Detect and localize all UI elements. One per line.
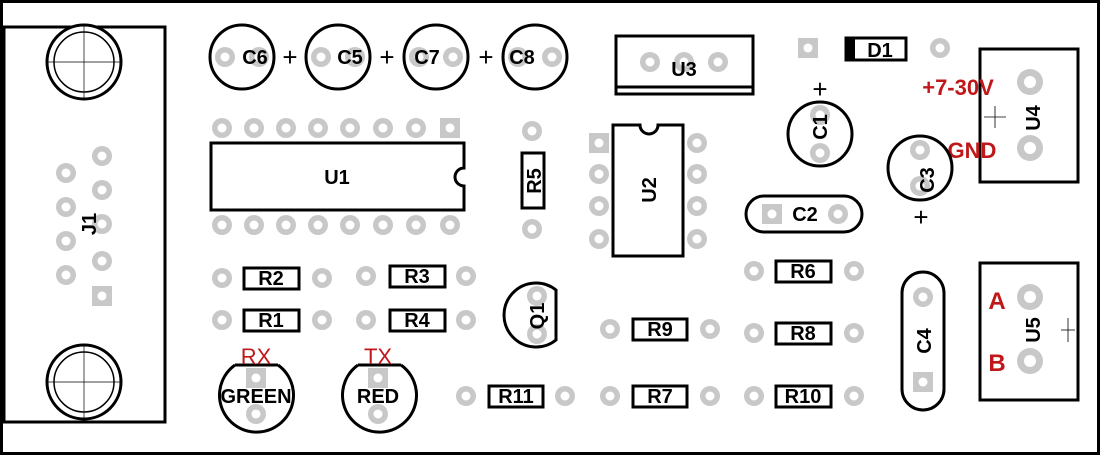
u4-label: U4	[1023, 104, 1045, 130]
polarity-plus: +	[812, 74, 827, 104]
bus-a-label: A	[988, 288, 1005, 315]
c8-label: C8	[509, 47, 535, 69]
r10-label: R10	[785, 386, 822, 408]
cap-c1: C1	[786, 100, 854, 168]
r6-label: R6	[790, 261, 816, 283]
c4-label: C4	[914, 327, 936, 353]
diode-d1: D1	[798, 36, 950, 62]
u2-label: U2	[639, 177, 661, 203]
polarity-plus: +	[913, 202, 928, 232]
chip-u1: U1	[209, 118, 466, 235]
cap-c6: C6	[208, 23, 276, 91]
r8-label: R8	[790, 323, 816, 345]
c3-label: C3	[917, 167, 939, 193]
resistor-r8: R8	[744, 321, 864, 346]
connector-u4: U4	[978, 47, 1080, 184]
chip-u3: U3	[614, 34, 755, 96]
c2-label: C2	[792, 204, 818, 226]
resistor-r5: R5	[520, 121, 546, 239]
cap-c7: C7	[402, 23, 470, 91]
cap-c5: C5	[304, 23, 372, 91]
resistor-r1: R1	[212, 308, 332, 333]
connector-u5: U5	[978, 261, 1080, 402]
resistor-r7: R7	[600, 384, 720, 409]
rx-label: RX	[241, 344, 272, 369]
cap-c3: C3	[886, 134, 954, 202]
polarity-plus: +	[478, 42, 493, 72]
bus-b-label: B	[988, 350, 1005, 377]
chip-u2: U2	[589, 123, 707, 258]
vin-label: +7-30V	[922, 75, 994, 100]
q1-label: Q1	[527, 303, 549, 330]
connector-j1: J1	[2, 23, 167, 424]
led-rx-color-label: GREEN	[220, 386, 291, 408]
gnd-label: GND	[948, 138, 997, 163]
resistor-r6: R6	[744, 259, 864, 284]
led-tx: TX RED	[341, 344, 418, 434]
resistor-r10: R10	[744, 384, 864, 409]
polarity-plus: +	[282, 42, 297, 72]
c6-label: C6	[242, 47, 268, 69]
tx-label: TX	[364, 344, 392, 369]
r4-label: R4	[404, 310, 430, 332]
resistor-r11: R11	[456, 384, 575, 409]
cap-c8: C8	[501, 23, 569, 91]
cap-c4: C4	[900, 270, 946, 412]
cap-c2: C2	[744, 194, 864, 234]
resistor-r9: R9	[600, 317, 720, 342]
u3-label: U3	[671, 59, 697, 81]
c7-label: C7	[414, 47, 440, 69]
j1-label: J1	[79, 213, 101, 235]
d1-label: D1	[867, 40, 893, 62]
r7-label: R7	[647, 386, 673, 408]
transistor-q1: Q1	[502, 281, 558, 349]
r5-label: R5	[524, 168, 546, 194]
resistor-r4: R4	[356, 308, 476, 333]
resistor-r2: R2	[212, 266, 332, 291]
led-tx-color-label: RED	[357, 386, 399, 408]
u1-label: U1	[324, 167, 350, 189]
r9-label: R9	[647, 319, 673, 341]
c5-label: C5	[337, 47, 363, 69]
r1-label: R1	[258, 310, 284, 332]
r3-label: R3	[404, 266, 430, 288]
u5-label: U5	[1023, 317, 1045, 343]
r2-label: R2	[258, 268, 284, 290]
resistor-r3: R3	[356, 264, 476, 289]
c1-label: C1	[810, 114, 832, 140]
polarity-plus: +	[379, 42, 394, 72]
r11-label: R11	[498, 386, 534, 408]
led-rx: RX GREEN	[218, 344, 295, 434]
